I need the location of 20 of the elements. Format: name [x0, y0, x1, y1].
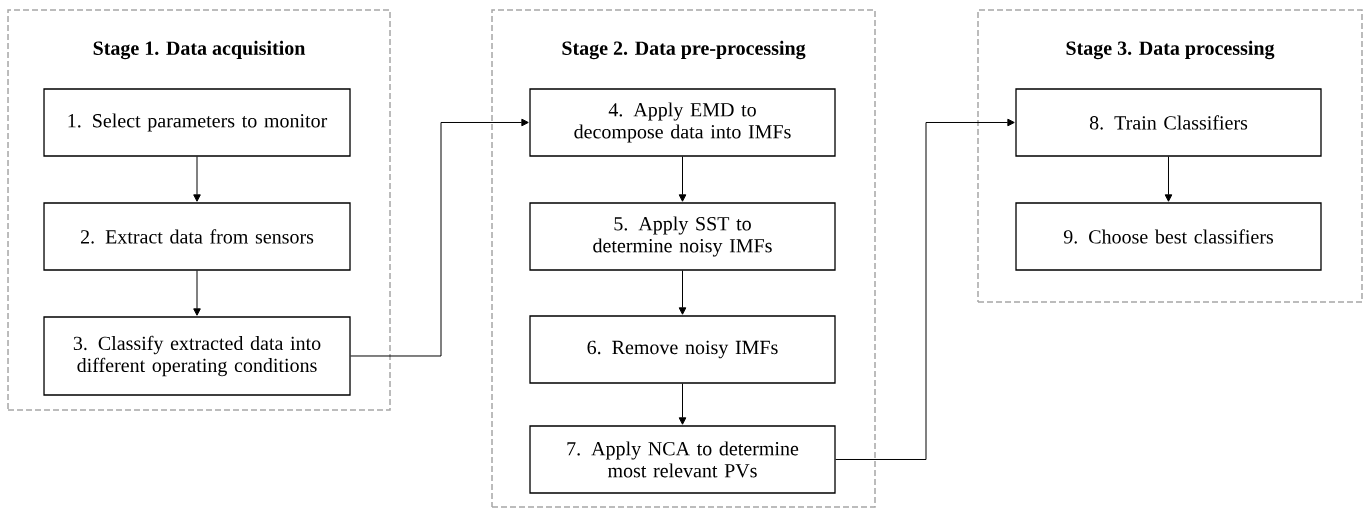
arrow: [193, 156, 201, 202]
arrow: [350, 118, 529, 357]
process-box: 3. Classify extracted data into different operating conditions: [43, 316, 351, 396]
stage-heading: Stage 3. Data processing: [1066, 40, 1275, 60]
stage-heading: Stage 2. Data pre-processing: [562, 40, 806, 60]
process-box: 8. Train Classifiers: [1015, 88, 1322, 157]
process-box: 5. Apply SST to determine noisy IMFs: [529, 202, 836, 271]
process-box: 1. Select parameters to monitor: [43, 88, 351, 157]
process-box: 4. Apply EMD to decompose data into IMFs: [529, 88, 836, 157]
stage-heading: Stage 1. Data acquisition: [93, 40, 306, 60]
arrow: [678, 383, 687, 425]
process-box: 9. Choose best classifiers: [1015, 202, 1322, 271]
process-box: 7. Apply NCA to determine most relevant PVs: [529, 425, 836, 494]
arrow: [678, 156, 687, 202]
arrow: [1164, 156, 1173, 202]
arrow: [193, 270, 201, 316]
process-box: 2. Extract data from sensors: [43, 202, 351, 271]
process-box: 6. Remove noisy IMFs: [529, 315, 836, 384]
arrow: [835, 118, 1015, 460]
arrow: [678, 270, 687, 315]
